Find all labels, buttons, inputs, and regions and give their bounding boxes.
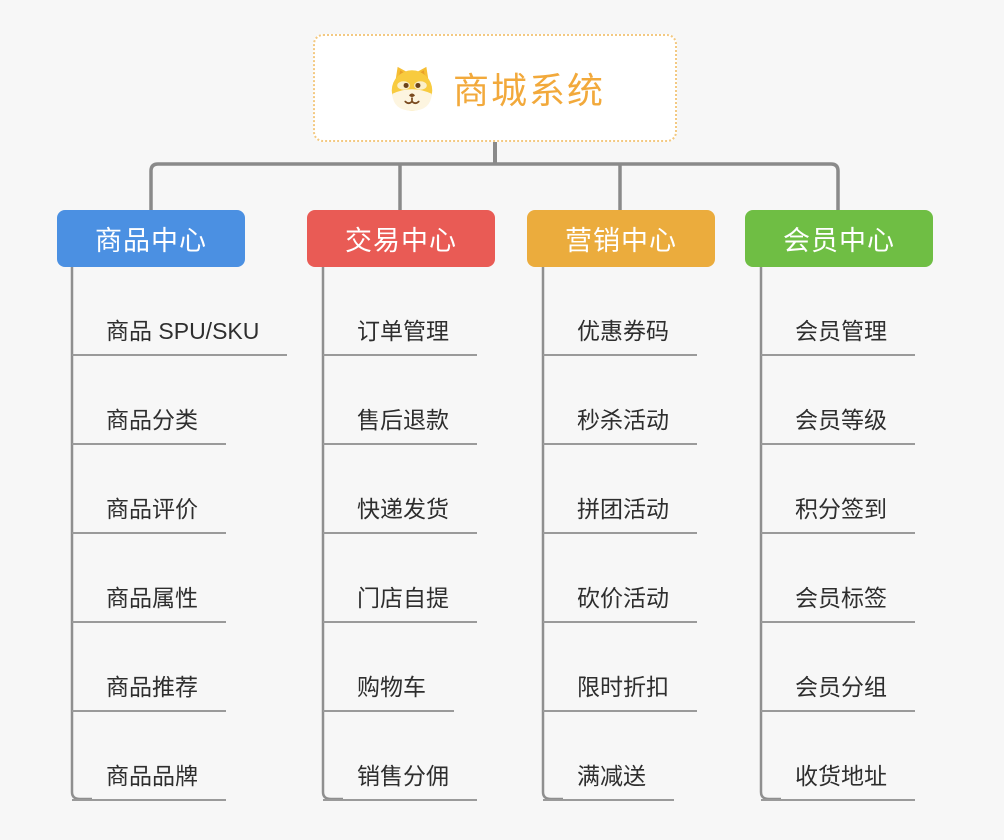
leaf-node[interactable]: 秒杀活动 <box>543 407 697 445</box>
leaf-node[interactable]: 拼团活动 <box>543 496 697 534</box>
branch-node-trade-center[interactable]: 交易中心 <box>307 210 495 267</box>
leaf-node[interactable]: 砍价活动 <box>543 585 697 623</box>
leaf-node[interactable]: 会员等级 <box>761 407 915 445</box>
leaf-node[interactable]: 购物车 <box>323 674 454 712</box>
leaf-node[interactable]: 会员标签 <box>761 585 915 623</box>
branch-label: 交易中心 <box>345 226 457 256</box>
leaf-node[interactable]: 快递发货 <box>323 496 477 534</box>
leaf-node[interactable]: 商品品牌 <box>72 763 226 801</box>
leaf-node[interactable]: 积分签到 <box>761 496 915 534</box>
leaf-node[interactable]: 会员分组 <box>761 674 915 712</box>
leaf-node[interactable]: 满减送 <box>543 763 674 801</box>
branch-node-product-center[interactable]: 商品中心 <box>57 210 245 267</box>
leaf-node[interactable]: 门店自提 <box>323 585 477 623</box>
leaf-node[interactable]: 订单管理 <box>323 318 477 356</box>
leaf-node[interactable]: 商品属性 <box>72 585 226 623</box>
leaf-node[interactable]: 优惠券码 <box>543 318 697 356</box>
leaf-node[interactable]: 售后退款 <box>323 407 477 445</box>
dog-icon <box>385 61 439 115</box>
leaf-node[interactable]: 限时折扣 <box>543 674 697 712</box>
leaf-node[interactable]: 销售分佣 <box>323 763 477 801</box>
leaf-node[interactable]: 商品评价 <box>72 496 226 534</box>
leaf-node[interactable]: 商品分类 <box>72 407 226 445</box>
leaf-node[interactable]: 会员管理 <box>761 318 915 356</box>
branch-node-member-center[interactable]: 会员中心 <box>745 210 933 267</box>
branch-label: 会员中心 <box>783 226 895 256</box>
leaf-node[interactable]: 商品 SPU/SKU <box>72 318 288 356</box>
branch-label: 营销中心 <box>565 226 677 256</box>
branch-label: 商品中心 <box>95 226 207 256</box>
branch-node-marketing-center[interactable]: 营销中心 <box>527 210 715 267</box>
root-title: 商城系统 <box>452 70 605 111</box>
root-node[interactable]: 商城系统 <box>313 34 677 142</box>
leaf-node[interactable]: 收货地址 <box>761 763 915 801</box>
leaf-node[interactable]: 商品推荐 <box>72 674 226 712</box>
branch-bus-line <box>149 162 840 210</box>
